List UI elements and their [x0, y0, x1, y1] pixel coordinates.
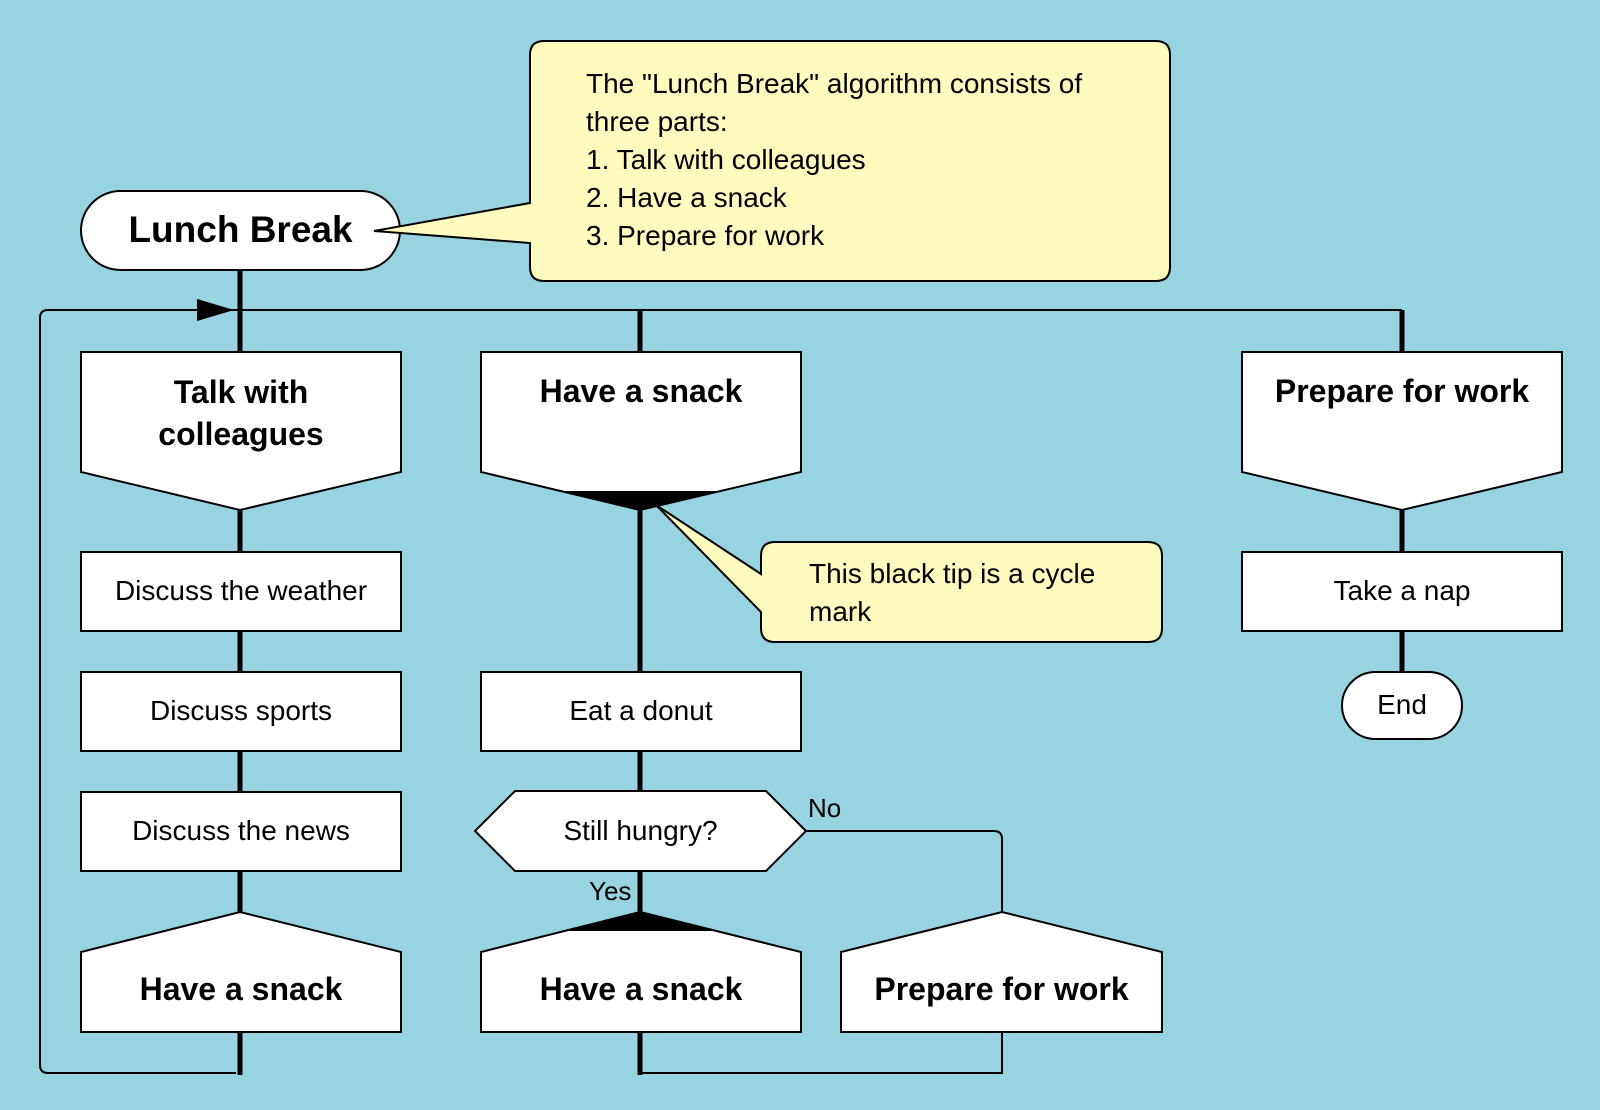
talk-step-1-shape [80, 551, 402, 632]
snack-header-label: Have a snack [539, 373, 743, 410]
talk-step-3-shape [80, 791, 402, 872]
cycle-mark [562, 491, 718, 510]
prepare-step-shape [1241, 551, 1563, 632]
title-node: Lunch Break [128, 209, 353, 251]
snack-address-no-label: Prepare for work [874, 971, 1129, 1008]
top-callout-text: The "Lunch Break" algorithm consists of … [586, 65, 1146, 255]
cycle-mark-bottom [562, 912, 718, 931]
prepare-header-shape [1241, 351, 1563, 512]
snack-step: Eat a donut [569, 695, 713, 727]
talk-header-label: Talk with colleagues [158, 374, 324, 452]
talk-step-3: Discuss the news [132, 815, 350, 847]
no-branch-line [806, 830, 1003, 912]
bottom-return-line [640, 1030, 1003, 1074]
snack-address-yes-label: Have a snack [539, 971, 743, 1008]
top-callout-line-5: 3. Prepare for work [586, 220, 825, 251]
question-label: Still hungry? [563, 814, 718, 846]
cycle-callout-line-1: This black tip is a cycle [809, 558, 1096, 589]
top-callout-line-2: three parts: [586, 106, 728, 137]
top-callout-line-1: The "Lunch Break" algorithm consists of [586, 68, 1083, 99]
cycle-callout-text: This black tip is a cycle mark [809, 555, 1154, 631]
snack-header-shape [480, 351, 802, 512]
no-label: No [808, 793, 842, 823]
cycle-callout-shape [655, 504, 1163, 643]
snack-step-shape [480, 671, 802, 752]
talk-step-2-shape [80, 671, 402, 752]
loop-connector [39, 309, 1402, 1074]
cycle-callout-line-2: mark [809, 596, 872, 627]
talk-header-shape [80, 351, 402, 512]
talk-address-shape [80, 910, 402, 1033]
snack-address-no-shape [840, 910, 1163, 1033]
prepare-step: Take a nap [1333, 575, 1471, 607]
snack-address-yes-shape [480, 910, 802, 1033]
top-callout-line-4: 2. Have a snack [586, 182, 787, 213]
prepare-header-label: Prepare for work [1274, 373, 1530, 410]
top-callout-shape [373, 40, 1171, 282]
top-callout-line-3: 1. Talk with colleagues [586, 144, 866, 175]
end-terminator-shape [1341, 671, 1463, 740]
yes-label: Yes [589, 876, 632, 906]
talk-step-2: Discuss sports [149, 695, 333, 727]
talk-address-label: Have a snack [139, 971, 343, 1008]
end-label: End [1377, 689, 1427, 721]
question-shape [473, 790, 808, 872]
loop-arrow-head [197, 299, 234, 321]
talk-step-1: Discuss the weather [114, 575, 368, 607]
